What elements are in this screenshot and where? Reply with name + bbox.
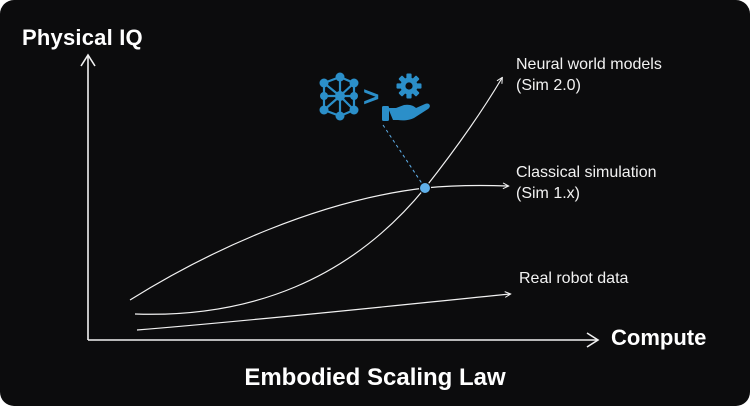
curve-label-line: Classical simulation <box>516 164 657 181</box>
curve-label-line: (Sim 2.0) <box>516 77 581 94</box>
neural-network-icon <box>319 72 359 121</box>
curve-real-robot-data <box>136 294 510 331</box>
curve-label-neural-world-models: Neural world models (Sim 2.0) <box>516 54 662 96</box>
y-axis-label: Physical IQ <box>22 25 143 50</box>
curve-neural-world-models <box>134 78 502 315</box>
curve-classical-simulation <box>129 185 508 301</box>
slide-title: Embodied Scaling Law <box>244 364 506 391</box>
annotation-connector <box>382 124 424 186</box>
x-axis <box>88 332 600 348</box>
y-axis <box>80 53 96 340</box>
curve-label-line: Neural world models <box>516 56 662 73</box>
crossover-point <box>419 182 431 194</box>
curve-label-real-robot-data: Real robot data <box>519 268 628 289</box>
comparison-symbol: > <box>363 81 379 112</box>
curve-label-classical-simulation: Classical simulation (Sim 1.x) <box>516 162 657 204</box>
hand-gear-icon <box>382 73 430 121</box>
curve-label-line: Real robot data <box>519 270 629 287</box>
curve-label-line: (Sim 1.x) <box>516 185 580 202</box>
y-axis-arrowhead <box>80 53 96 67</box>
x-axis-arrowhead <box>586 332 600 348</box>
x-axis-label: Compute <box>611 325 707 350</box>
